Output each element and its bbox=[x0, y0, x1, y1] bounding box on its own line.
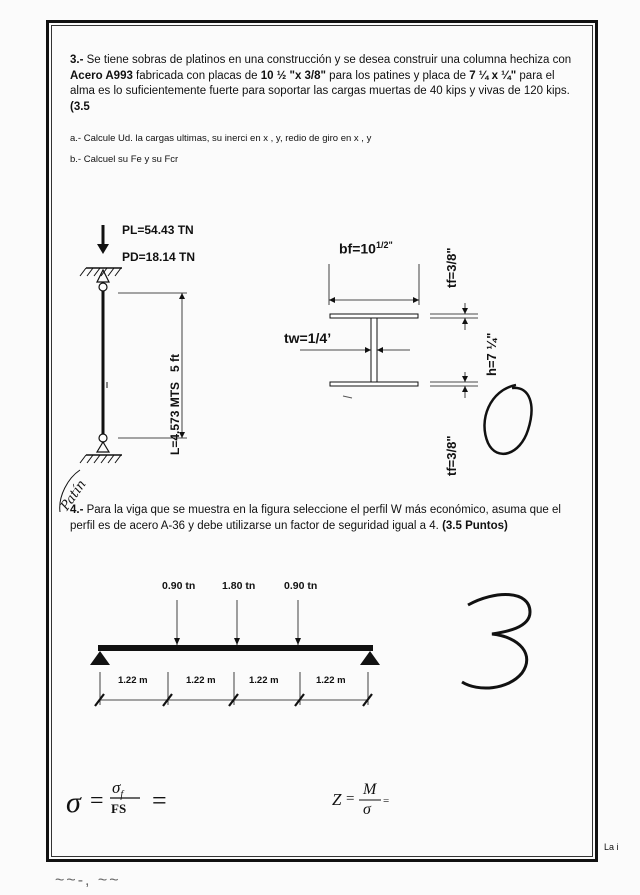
load-label-1: 0.90 tn bbox=[162, 580, 196, 592]
flange-width-label: bf=101/2" bbox=[339, 240, 393, 257]
handwritten-marks bbox=[59, 383, 533, 690]
bottom-scan-artifact: ~~-, ~~ bbox=[55, 872, 121, 889]
formula-sigma-2: σ bbox=[363, 801, 371, 818]
problem-3-statement: 3.- Se tiene sobras de platinos en una c… bbox=[70, 54, 572, 113]
question-b: b.- Calcuel su Fe y su Fcr bbox=[70, 154, 179, 165]
formula-equals-3: = bbox=[346, 791, 355, 807]
formula-equals-1: = bbox=[90, 788, 104, 814]
column-diagram bbox=[79, 225, 187, 464]
formula-equals-4: = bbox=[383, 795, 390, 807]
question-a: a.- Calcule Ud. la cargas ultimas, su in… bbox=[70, 133, 372, 144]
web-thickness-label: tw=1/4’ bbox=[284, 330, 332, 346]
column-length-label: L=4.573 MTS bbox=[168, 381, 182, 455]
formula-equals-2: = bbox=[152, 786, 167, 815]
span-label-1: 1.22 m bbox=[118, 675, 148, 686]
load-label-2: 1.80 tn bbox=[222, 580, 256, 592]
flange-thickness-top-label: tf=3/8" bbox=[444, 247, 459, 289]
dead-load-label: PD=18.14 TN bbox=[122, 250, 196, 264]
live-load-label: PL=54.43 TN bbox=[122, 223, 194, 237]
i-section-diagram bbox=[300, 264, 478, 399]
beam-diagram bbox=[90, 600, 380, 707]
problem-4-statement: 4.- Para la viga que se muestra en la fi… bbox=[70, 504, 561, 532]
formula-sigma-f: σf bbox=[112, 778, 124, 801]
formula-z: Z bbox=[332, 790, 342, 809]
margin-note: La i bbox=[604, 842, 619, 852]
page-border-inner bbox=[51, 25, 593, 857]
span-label-3: 1.22 m bbox=[249, 675, 279, 686]
span-label-4: 1.22 m bbox=[316, 675, 346, 686]
formula-m: M bbox=[363, 781, 377, 798]
formula-sigma: σ bbox=[66, 786, 81, 819]
formula-fs: FS bbox=[111, 801, 127, 816]
web-height-label: h=7 ¼" bbox=[484, 332, 499, 376]
load-label-3: 0.90 tn bbox=[284, 580, 318, 592]
five-ft-label: 5 ft bbox=[168, 354, 182, 372]
flange-thickness-bottom-label: tf=3/8" bbox=[444, 435, 459, 477]
page-border-outer bbox=[46, 20, 598, 862]
span-label-2: 1.22 m bbox=[186, 675, 216, 686]
